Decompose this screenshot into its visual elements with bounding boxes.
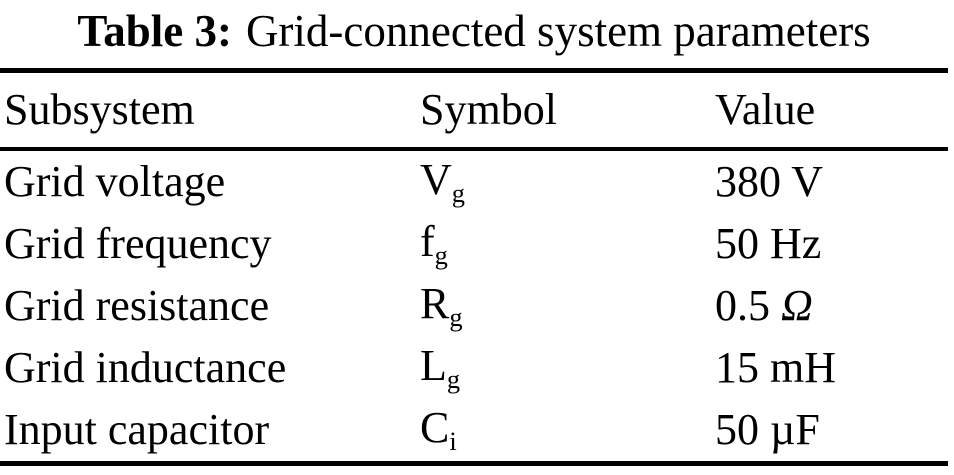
symbol-subscript: g — [446, 363, 461, 394]
table-row: Grid resistance Rg 0.5 Ω — [0, 275, 948, 337]
table-row: Grid voltage Vg 380 V — [0, 151, 948, 213]
header-value: Value — [715, 85, 816, 134]
cell-symbol: Vg — [420, 154, 715, 208]
cell-value: 15 mH — [715, 346, 948, 390]
value-text: 380 V — [715, 157, 823, 206]
cell-symbol: Rg — [420, 278, 715, 332]
table-header-rule — [0, 147, 948, 151]
cell-symbol: Ci — [420, 402, 715, 456]
table-caption: Table 3: Grid-connected system parameters — [0, 0, 948, 64]
table-caption-text: Grid-connected system parameters — [245, 6, 871, 56]
value-text: 50 Hz — [715, 219, 822, 268]
cell-subsystem: Grid frequency — [4, 219, 272, 268]
symbol-subscript: g — [434, 239, 448, 270]
symbol-base: R — [420, 278, 450, 328]
symbol-base: f — [420, 216, 435, 266]
symbol-subscript: i — [449, 425, 457, 456]
cell-subsystem: Grid resistance — [4, 281, 270, 330]
value-greek-symbol: Ω — [781, 281, 813, 330]
symbol-base: V — [420, 154, 452, 204]
parameters-table: Subsystem Symbol Value Grid voltage Vg 3… — [0, 68, 948, 466]
value-text: 15 mH — [715, 343, 836, 392]
table-header-row: Subsystem Symbol Value — [0, 73, 948, 147]
value-text: 0.5 — [715, 281, 781, 330]
symbol-subscript: g — [449, 301, 463, 332]
table-bottom-rule — [0, 461, 948, 466]
cell-value: 50 µF — [715, 408, 948, 452]
cell-value: 0.5 Ω — [715, 284, 948, 328]
table-row: Grid frequency fg 50 Hz — [0, 213, 948, 275]
value-text: 50 µF — [715, 405, 820, 454]
header-symbol: Symbol — [420, 85, 557, 134]
table-row: Grid inductance Lg 15 mH — [0, 337, 948, 399]
cell-symbol: fg — [420, 216, 715, 270]
symbol-base: L — [420, 340, 447, 390]
cell-subsystem: Grid inductance — [4, 343, 287, 392]
cell-value: 50 Hz — [715, 222, 948, 266]
header-subsystem: Subsystem — [4, 85, 195, 134]
cell-symbol: Lg — [420, 340, 715, 394]
table-row: Input capacitor Ci 50 µF — [0, 399, 948, 461]
cell-subsystem: Input capacitor — [4, 405, 270, 454]
symbol-base: C — [420, 402, 450, 452]
symbol-subscript: g — [451, 177, 465, 208]
cell-value: 380 V — [715, 160, 948, 204]
cell-subsystem: Grid voltage — [4, 157, 226, 206]
table-caption-label: Table 3: — [77, 6, 232, 56]
table-top-rule — [0, 68, 948, 73]
